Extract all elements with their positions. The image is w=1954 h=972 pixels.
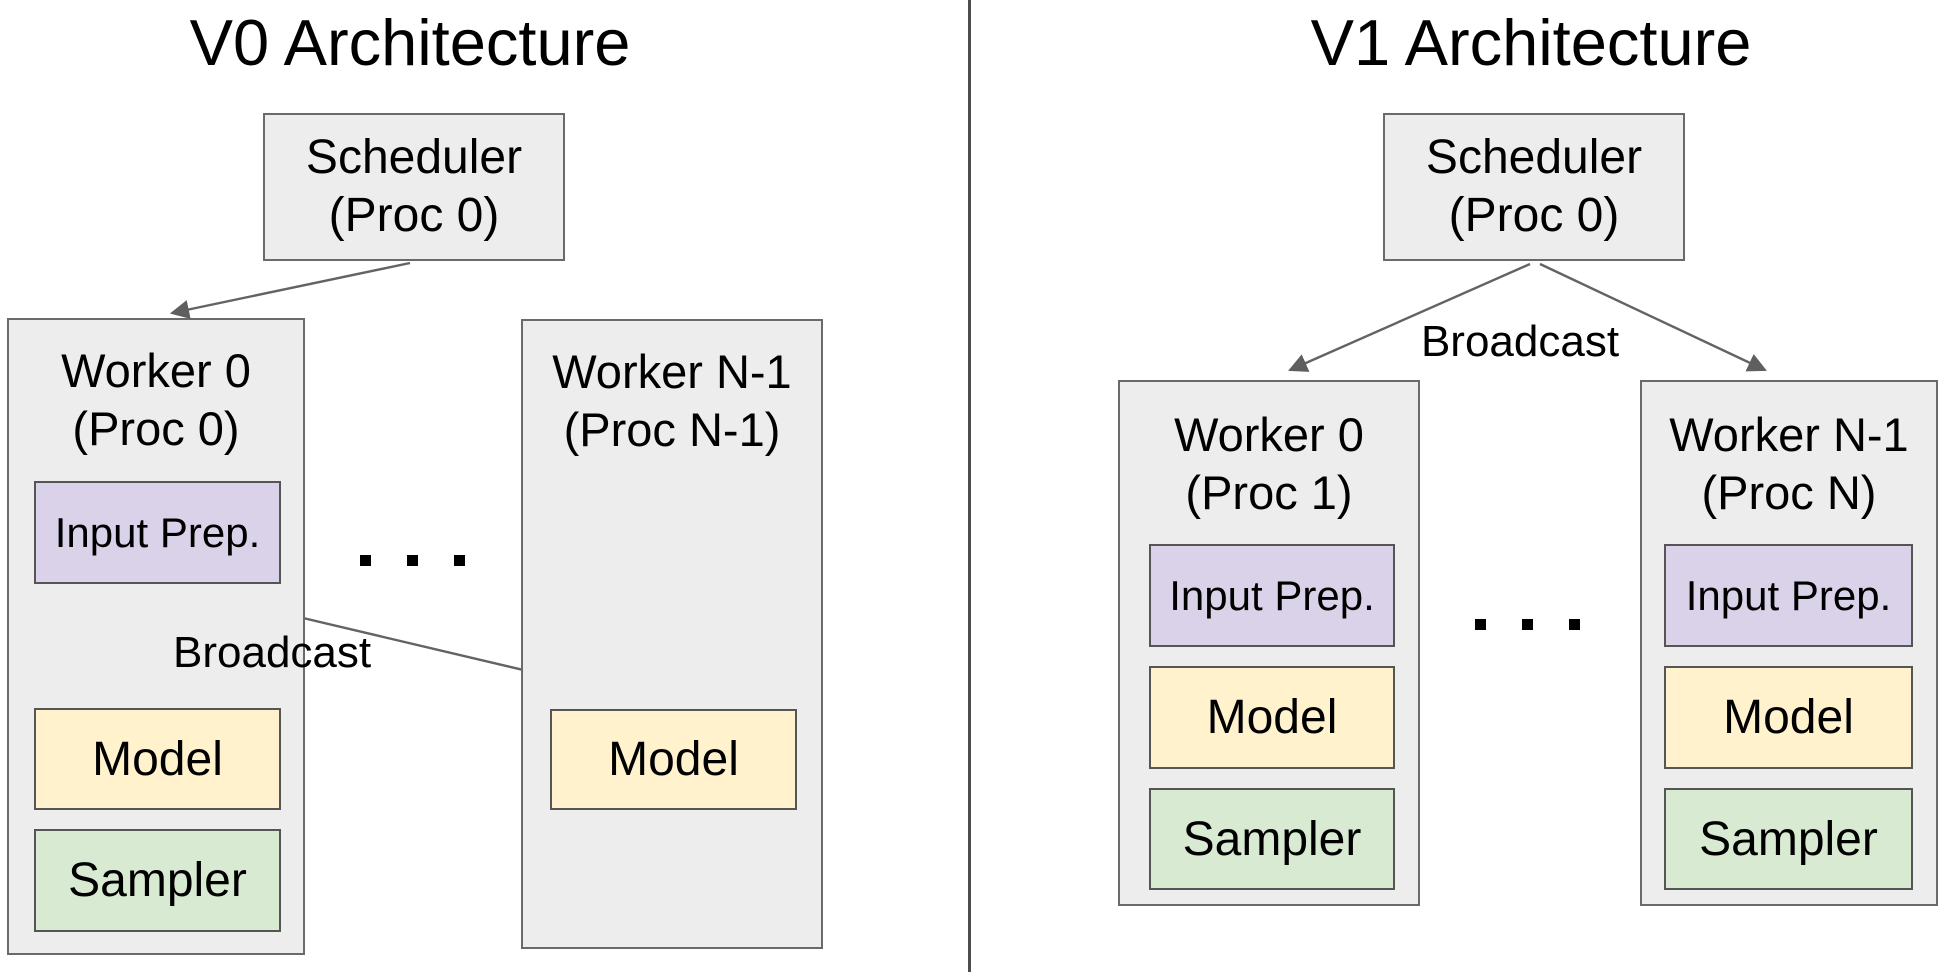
v0-worker0-input-prep-box: Input Prep. [34,481,281,584]
ellipsis-dot [1475,619,1486,630]
ellipsis-dot [1569,619,1580,630]
ellipsis-dot [360,555,371,566]
v1-workerN-name: Worker N-1 [1669,408,1909,461]
v0-workerN-box: Worker N-1 (Proc N-1) Model [521,319,823,949]
v1-title: V1 Architecture [1310,6,1752,79]
v1-workerN-sampler-box: Sampler [1664,788,1913,890]
v1-scheduler-proc: (Proc 0) [1448,189,1620,242]
v0-scheduler-proc: (Proc 0) [328,189,500,242]
panel-divider [968,0,971,972]
v1-worker0-input-prep-box: Input Prep. [1149,544,1395,647]
v1-worker0-sampler-box: Sampler [1149,788,1395,890]
v1-scheduler-name: Scheduler [1425,131,1643,184]
v1-workerN-proc: (Proc N) [1701,466,1877,519]
v1-worker0-name: Worker 0 [1174,408,1364,461]
v0-worker0-label: Worker 0 (Proc 0) [9,342,303,458]
v1-workerN-model-box: Model [1664,666,1913,769]
v1-workerN-label: Worker N-1 (Proc N) [1642,406,1936,522]
v0-workerN-proc: (Proc N-1) [563,403,781,456]
v1-ellipsis [1475,619,1580,630]
ellipsis-dot [1522,619,1533,630]
v0-worker0-model-box: Model [34,708,281,810]
v1-worker0-box: Worker 0 (Proc 1) Input Prep. Model Samp… [1118,380,1420,906]
v0-worker0-box: Worker 0 (Proc 0) Input Prep. Model Samp… [7,318,305,955]
arrow-v0-scheduler-to-worker0 [169,261,411,319]
v1-workerN-box: Worker N-1 (Proc N) Input Prep. Model Sa… [1640,380,1938,906]
v0-worker0-sampler-box: Sampler [34,829,281,932]
v1-broadcast-label: Broadcast [1420,317,1620,366]
v0-workerN-name: Worker N-1 [552,345,792,398]
v0-ellipsis [360,555,465,566]
v0-scheduler-box: Scheduler (Proc 0) [263,113,565,261]
ellipsis-dot [454,555,465,566]
v0-broadcast-label: Broadcast [173,628,372,677]
v0-scheduler-name: Scheduler [305,131,523,184]
v0-title: V0 Architecture [189,6,631,79]
v0-worker0-proc: (Proc 0) [72,402,240,455]
v1-worker0-label: Worker 0 (Proc 1) [1120,406,1418,522]
v0-workerN-model-box: Model [550,709,797,810]
v1-workerN-input-prep-box: Input Prep. [1664,544,1913,647]
v1-worker0-proc: (Proc 1) [1185,466,1353,519]
v0-worker0-name: Worker 0 [61,344,251,397]
v1-scheduler-box: Scheduler (Proc 0) [1383,113,1685,261]
v1-worker0-model-box: Model [1149,666,1395,769]
ellipsis-dot [407,555,418,566]
v0-workerN-label: Worker N-1 (Proc N-1) [523,343,821,459]
